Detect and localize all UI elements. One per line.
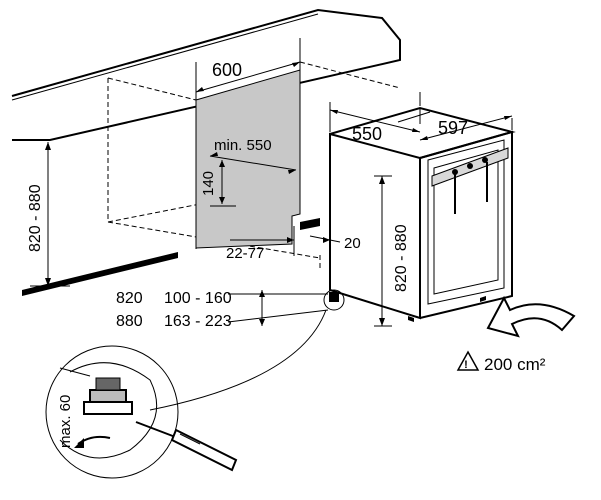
dim-gap: 20 — [309, 228, 361, 252]
dim-appliance-depth: 550 — [329, 102, 421, 144]
dim-appliance-height: 820 - 880 — [374, 175, 410, 327]
foot-table: 820 100 - 160 880 163 - 223 — [116, 290, 329, 330]
plinth-depth-label: 22-77 — [226, 245, 264, 262]
foot-row-2-height: 880 — [116, 313, 143, 330]
foot-row-1-height: 820 — [116, 290, 143, 307]
dim-step-height: 140 — [200, 160, 236, 207]
dim-plinth-depth: 22-77 — [226, 226, 295, 262]
appliance-width-label: 597 — [438, 118, 468, 138]
foot-row-2-range: 163 - 223 — [164, 313, 232, 330]
appliance-depth-label: 550 — [352, 124, 382, 144]
foot-detail: max. 60 — [45, 345, 179, 479]
dim-appliance-width: 597 — [397, 92, 513, 141]
dim-niche-height: 820 - 880 — [27, 142, 70, 287]
ventilation-label: 200 cm² — [484, 355, 546, 374]
airflow-arrow-icon — [486, 295, 576, 338]
niche-height-label: 820 - 880 — [27, 184, 44, 252]
appliance — [329, 106, 516, 322]
gap-label: 20 — [344, 235, 361, 252]
appliance-height-label: 820 - 880 — [393, 224, 410, 292]
svg-text:!: ! — [464, 359, 468, 371]
warning-triangle-icon — [456, 350, 480, 371]
niche-width-label: 600 — [212, 60, 242, 80]
foot-row-1-range: 100 - 160 — [164, 290, 232, 307]
min-depth-label: min. 550 — [214, 137, 272, 154]
dim-niche-width: 600 — [195, 38, 301, 100]
back-wall-panel — [195, 69, 301, 249]
plinth — [22, 218, 320, 296]
step-height-label: 140 — [200, 171, 217, 196]
screwdriver-icon — [135, 421, 238, 472]
ventilation-note: ! 200 cm² — [456, 350, 546, 374]
max-adjust-label: max. 60 — [57, 395, 74, 448]
dim-min-depth: min. 550 — [209, 137, 297, 174]
foot-callout — [59, 289, 345, 459]
